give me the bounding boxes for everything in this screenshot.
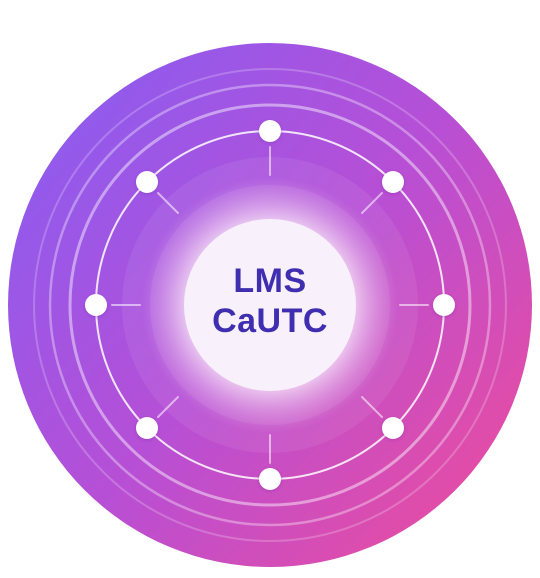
node-bottom-right (382, 417, 404, 439)
node-left (85, 294, 107, 316)
node-top-right (382, 171, 404, 193)
outer-ring-1 (33, 68, 507, 542)
node-right (433, 294, 455, 316)
spoke-bottom-left (157, 396, 179, 418)
spoke-top-right (361, 192, 383, 214)
spoke-bottom-right (361, 396, 383, 418)
center-label: LMS CaUTC (185, 216, 355, 386)
node-top (259, 120, 281, 142)
node-top-left (136, 171, 158, 193)
outer-ring-3 (68, 103, 472, 507)
spokes (111, 146, 429, 464)
title-line-1: LMS (233, 262, 307, 300)
spoke-top-left (157, 192, 179, 214)
outer-ring-2 (48, 83, 492, 527)
node-bottom (259, 468, 281, 490)
center-plate (184, 219, 356, 391)
node-bottom-left (136, 417, 158, 439)
nodes (85, 120, 455, 490)
title-line-2: CaUTC (212, 302, 328, 340)
